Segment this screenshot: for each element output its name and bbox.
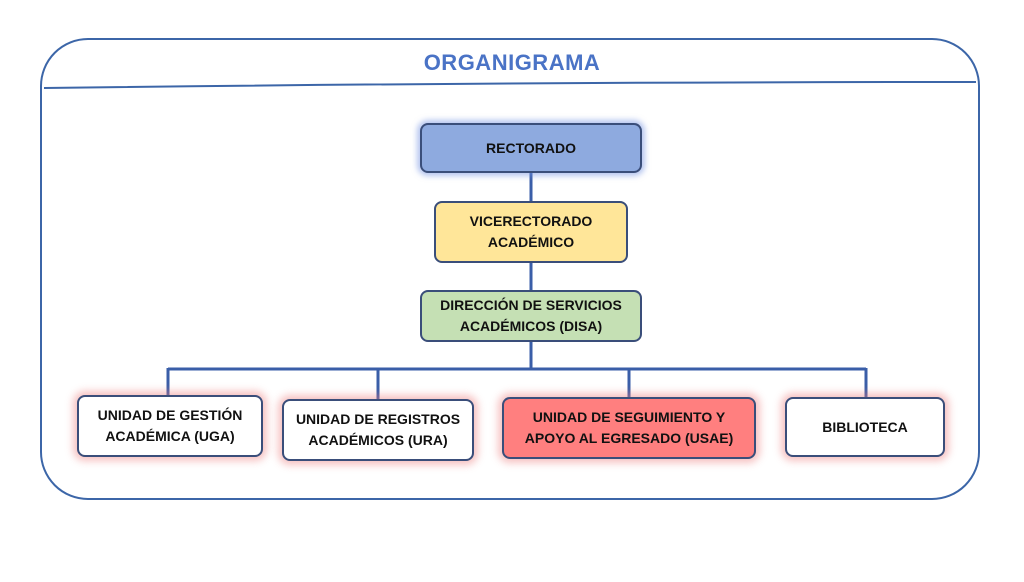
node-ura-line-1: UNIDAD DE REGISTROS — [295, 411, 461, 427]
node-usae-line-2: APOYO AL EGRESADO (USAE) — [524, 430, 734, 446]
node-disa-line-1: DIRECCIÓN DE SERVICIOS — [440, 297, 622, 313]
node-vicerrectorado-line-1: VICERECTORADO — [469, 213, 593, 229]
node-vicerrectorado: VICERECTORADO ACADÉMICO — [434, 201, 628, 263]
node-usae: UNIDAD DE SEGUIMIENTO Y APOYO AL EGRESAD… — [502, 397, 756, 459]
node-usae-line-1: UNIDAD DE SEGUIMIENTO Y — [532, 409, 726, 425]
node-disa-line-2: ACADÉMICOS (DISA) — [459, 318, 603, 334]
node-biblioteca-line-1: BIBLIOTECA — [822, 418, 908, 435]
diagram-title: ORGANIGRAMA — [423, 50, 601, 75]
node-rectorado: RECTORADO — [420, 123, 642, 173]
node-ura: UNIDAD DE REGISTROS ACADÉMICOS (URA) — [282, 399, 474, 461]
node-ura-line-2: ACADÉMICOS (URA) — [308, 432, 448, 448]
node-vicerrectorado-line-2: ACADÉMICO — [487, 234, 575, 250]
node-uga-line-1: UNIDAD DE GESTIÓN — [97, 407, 243, 423]
organigram-frame — [40, 38, 980, 500]
node-rectorado-line-1: RECTORADO — [486, 139, 576, 156]
node-biblioteca: BIBLIOTECA — [785, 397, 945, 457]
node-uga: UNIDAD DE GESTIÓN ACADÉMICA (UGA) — [77, 395, 263, 457]
node-uga-line-2: ACADÉMICA (UGA) — [105, 428, 235, 444]
node-disa: DIRECCIÓN DE SERVICIOS ACADÉMICOS (DISA) — [420, 290, 642, 342]
header-divider — [43, 81, 977, 89]
